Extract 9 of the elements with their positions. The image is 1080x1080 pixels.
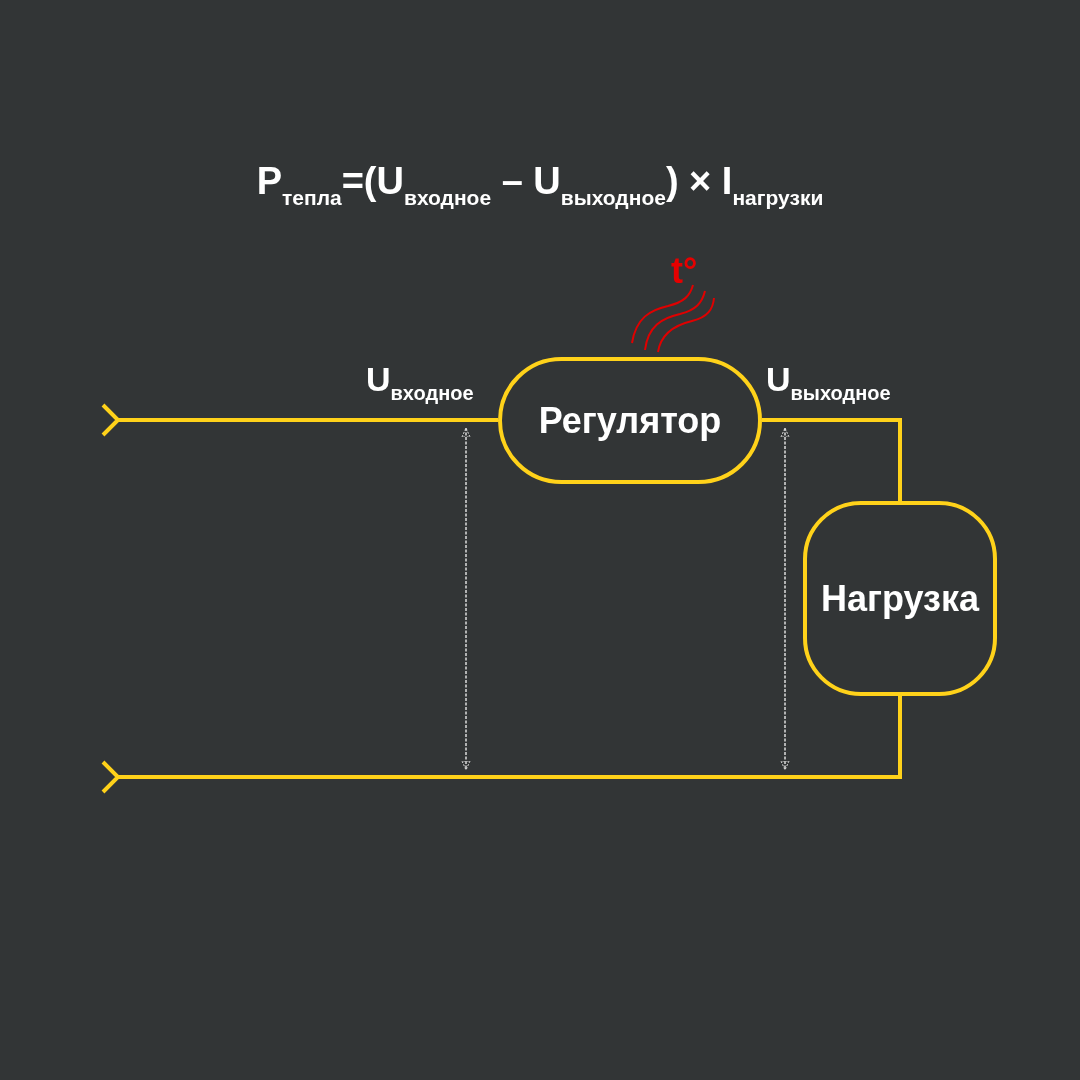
wire: [101, 403, 498, 437]
temperature-label: t°: [671, 250, 698, 292]
wire: [762, 418, 902, 501]
load-box: Нагрузка: [803, 501, 997, 696]
voltage-label: U$_{входное}$: [366, 360, 474, 405]
voltage-label: U$_{выходное}$: [766, 360, 891, 405]
formula: P$_{тепла}$=(U$_{входное}$ – U$_{выходное}$) × I$_{нагрузки}$: [255, 160, 825, 210]
wire: [101, 696, 902, 794]
regulator-box: Регулятор: [498, 357, 762, 484]
